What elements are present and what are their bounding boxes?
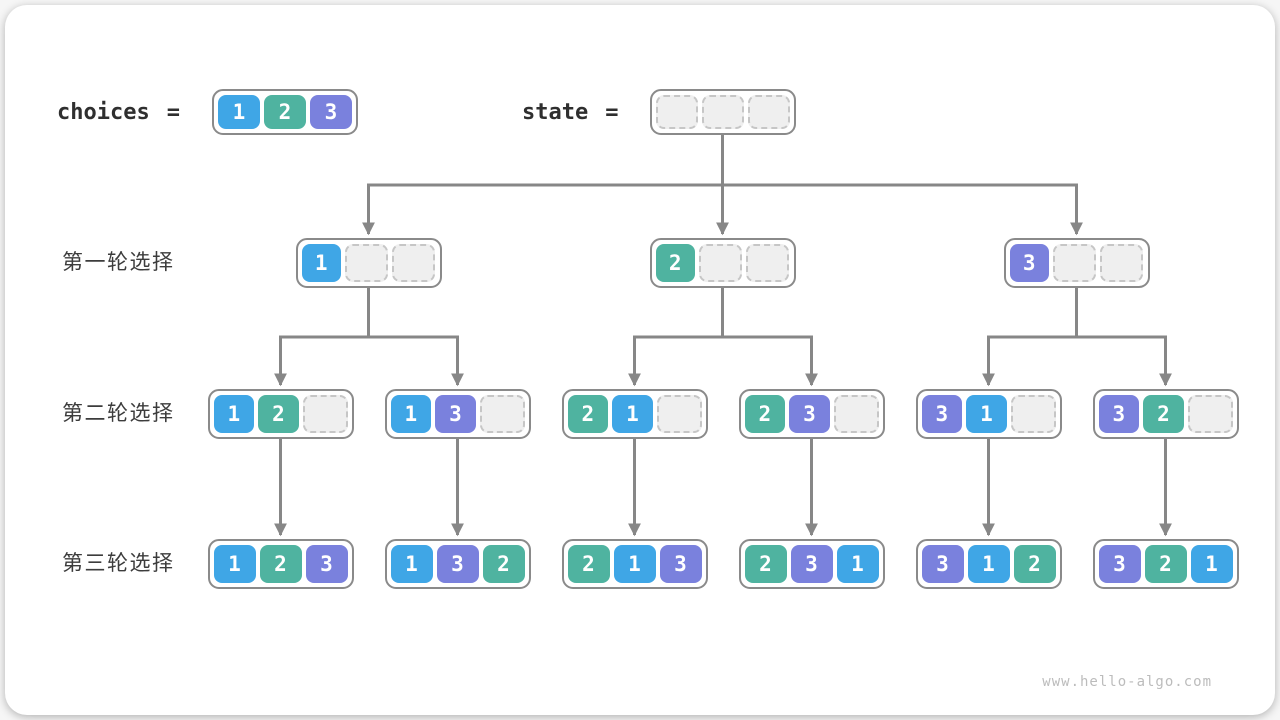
state-node-312: 3 1 2 — [915, 539, 1062, 589]
state-node-32: 3 2 — [1092, 389, 1239, 439]
round-1-label: 第一轮选择 — [62, 251, 175, 274]
state-cell: 2 — [567, 545, 610, 583]
state-cell: 2 — [744, 545, 787, 583]
state-cell: 1 — [390, 395, 432, 433]
state-cell: 3 — [305, 545, 348, 583]
empty-cell — [833, 395, 879, 433]
state-cell: 2 — [258, 395, 299, 433]
state-node-31: 3 1 — [915, 389, 1062, 439]
empty-cell — [656, 395, 702, 433]
state-cell: 3 — [659, 545, 702, 583]
choices-cell: 3 — [310, 95, 352, 129]
empty-cell — [392, 244, 436, 282]
empty-cell — [747, 95, 790, 129]
state-cell: 2 — [655, 244, 695, 282]
empty-cell — [1187, 395, 1233, 433]
state-node-23: 2 3 — [738, 389, 885, 439]
empty-cell — [655, 95, 698, 129]
state-cell: 1 — [613, 545, 656, 583]
empty-cell — [479, 395, 525, 433]
state-node-1: 1 — [295, 238, 442, 288]
empty-cell — [1052, 244, 1097, 282]
state-node-3: 3 — [1003, 238, 1150, 288]
state-cell: 3 — [436, 545, 479, 583]
state-cell: 3 — [1098, 545, 1141, 583]
empty-cell — [1100, 244, 1144, 282]
state-cell: 3 — [435, 395, 476, 433]
state-cell: 3 — [1098, 395, 1140, 433]
state-label-group: state = — [522, 89, 618, 135]
state-cell: 1 — [213, 545, 256, 583]
state-cell: 2 — [744, 395, 786, 433]
state-cell: 1 — [836, 545, 879, 583]
state-cell: 1 — [301, 244, 341, 282]
empty-cell — [344, 244, 389, 282]
state-cell: 3 — [921, 395, 963, 433]
state-node-132: 1 3 2 — [384, 539, 531, 589]
choices-cell: 2 — [264, 95, 306, 129]
state-cell: 1 — [612, 395, 653, 433]
state-node-123: 1 2 3 — [207, 539, 354, 589]
state-cell: 3 — [921, 545, 964, 583]
state-cell: 1 — [1190, 545, 1233, 583]
watermark: www.hello-algo.com — [1042, 674, 1212, 690]
state-cell: 3 — [790, 545, 833, 583]
state-label: state — [522, 99, 589, 125]
state-array-root — [649, 89, 796, 135]
round-2-label: 第二轮选择 — [62, 402, 175, 425]
diagram-card — [5, 5, 1275, 715]
state-equals-sign: = — [605, 99, 619, 125]
state-cell: 1 — [390, 545, 433, 583]
round-3-label: 第三轮选择 — [62, 552, 175, 575]
empty-cell — [701, 95, 744, 129]
state-node-2: 2 — [649, 238, 796, 288]
empty-cell — [302, 395, 348, 433]
state-node-13: 1 3 — [384, 389, 531, 439]
state-node-12: 1 2 — [207, 389, 354, 439]
state-cell: 1 — [213, 395, 255, 433]
choices-equals-sign: = — [166, 99, 180, 125]
choices-array: 1 2 3 — [212, 89, 358, 135]
state-cell: 3 — [789, 395, 830, 433]
state-cell: 1 — [967, 545, 1010, 583]
state-node-213: 2 1 3 — [561, 539, 708, 589]
state-node-21: 2 1 — [561, 389, 708, 439]
state-cell: 2 — [259, 545, 302, 583]
empty-cell — [1010, 395, 1056, 433]
state-cell: 2 — [482, 545, 525, 583]
state-cell: 2 — [567, 395, 609, 433]
state-node-231: 2 3 1 — [738, 539, 885, 589]
choices-cell: 1 — [218, 95, 260, 129]
empty-cell — [698, 244, 743, 282]
state-node-321: 3 2 1 — [1092, 539, 1239, 589]
state-cell: 2 — [1013, 545, 1056, 583]
state-cell: 2 — [1143, 395, 1184, 433]
choices-label: choices — [57, 99, 150, 125]
empty-cell — [746, 244, 790, 282]
state-cell: 3 — [1009, 244, 1049, 282]
state-cell: 2 — [1144, 545, 1187, 583]
choices-label-group: choices = — [57, 89, 180, 135]
state-cell: 1 — [966, 395, 1007, 433]
